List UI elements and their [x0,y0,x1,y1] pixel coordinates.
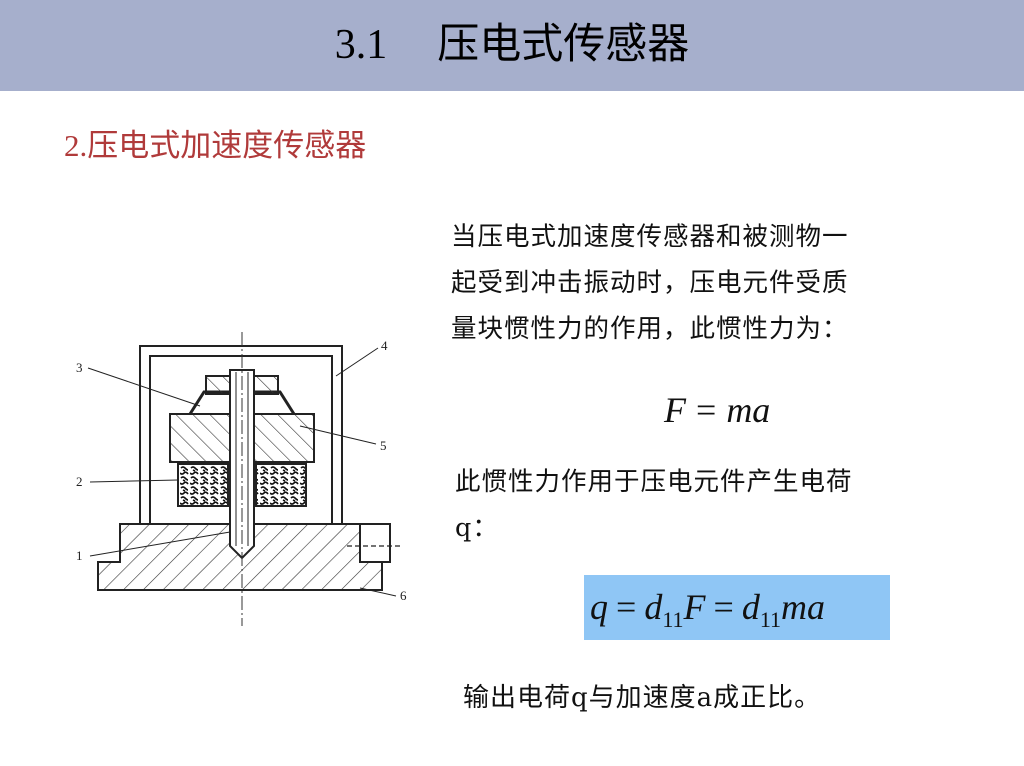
formula-equals: = [696,390,717,430]
connector-block [347,523,400,563]
conclusion-text: 输出电荷q与加速度a成正比。 [463,683,822,713]
piezo-element [177,463,307,507]
section-number: 2. [64,128,88,163]
housing-shell [139,345,343,524]
formula-F: F [664,390,686,430]
callout-6: 6 [400,588,407,603]
title-bar: 3.1 压电式传感器 [0,0,1024,91]
callout-5: 5 [380,438,387,453]
intro-paragraph: 当压电式加速度传感器和被测物一 起受到冲击振动时，压电元件受质 量块惯性力的作用… [451,214,971,352]
inertia-force-formula: F=ma [664,386,770,434]
intro-line-3: 量块惯性力的作用，此惯性力为： [451,314,849,344]
formula-d-1: d [644,587,663,627]
formula-ma-2: ma [781,587,825,627]
slide-title: 3.1 压电式传感器 [0,14,1024,75]
callout-labels: 1 2 3 4 5 6 [76,338,407,603]
slide-title-text: 压电式传感器 [437,19,690,68]
charge-formula-highlight [584,575,890,640]
callout-4: 4 [381,338,388,353]
slide-title-number: 3.1 [334,22,388,68]
formula-equals-1: = [616,587,637,627]
section-heading: 2.压电式加速度传感器 [64,124,366,168]
formula-sub-2: 11 [759,607,781,632]
formula-sub-1: 11 [662,607,684,632]
formula-ma: ma [726,390,771,430]
intro-line-1: 当压电式加速度传感器和被测物一 [451,222,849,252]
formula-F-2: F [683,587,706,627]
callout-2: 2 [76,474,83,489]
charge-line-1: 此惯性力作用于压电元件产生电荷 [455,467,853,497]
charge-paragraph: 此惯性力作用于压电元件产生电荷 q： [455,459,975,551]
charge-formula: q=d11F=d11ma [590,583,825,644]
formula-d-2: d [741,587,760,627]
callout-1: 1 [76,548,83,563]
charge-line-2: q： [455,513,499,543]
intro-line-2: 起受到冲击振动时，压电元件受质 [451,268,849,298]
formula-equals-2: = [713,587,734,627]
callout-3: 3 [76,360,83,375]
section-title: 压电式加速度传感器 [87,128,367,164]
accelerometer-diagram: 1 2 3 4 5 6 [76,332,407,626]
formula-q: q [590,587,608,627]
